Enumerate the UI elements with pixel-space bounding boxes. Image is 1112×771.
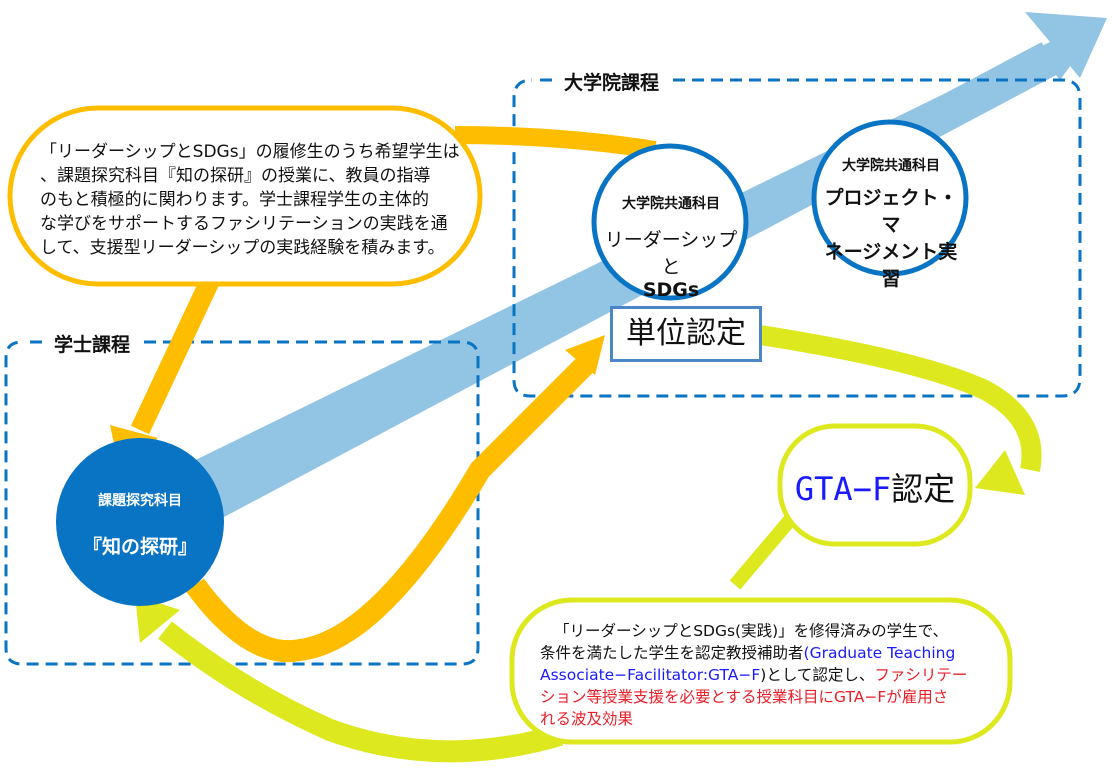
chinotanken-category: 課題探究科目 [98,493,182,509]
bottom-line2-black: 条件を満たした学生を認定教授補助者 [540,644,804,662]
bottom-callout-box [509,597,1013,745]
top-callout-line: のもと積極的に関わります。学士課程学生の主体的 [40,190,429,210]
orange-connector [454,126,657,159]
project-title-line1: プロジェクト・マ [824,187,958,236]
lime-arrow-to-gtaf [758,325,1042,472]
project-category: 大学院共通科目 [842,158,940,174]
top-callout-line: して、支援型リーダーシップの実践経験を積みます。 [40,238,445,258]
bottom-line2-blue: (Graduate Teaching [803,644,956,662]
lime-connector [729,515,796,590]
undergraduate-section-label: 学士課程 [46,330,139,357]
gtaf-label: GTA−F認定 [780,464,970,510]
orange-arrow-down [130,265,225,435]
bottom-line3-black: )として認定し、 [760,666,875,684]
project-circle [811,119,969,277]
top-callout-line: 、課題探究科目『知の探研』の授業に、教員の指導 [40,166,431,186]
bottom-callout-line5: れる波及効果 [540,710,634,728]
orange-arrowhead-up [565,335,605,375]
bottom-callout-line4: ション等授業支援を必要とする授業科目にGTA−Fが雇用さ [540,688,949,706]
gtaf-box [777,423,973,547]
top-callout-line: 「リーダーシップとSDGs」の履修生のうち希望学生は [40,142,460,162]
top-callout-line: な学びをサポートするファシリテーションの実践を通 [40,214,448,234]
leadership-circle [591,143,749,301]
gtaf-label-abbr: GTA−F [794,470,892,508]
bottom-line3-blue: Associate−Facilitator:GTA−F [540,666,761,684]
credit-recognition-box: 単位認定 [610,306,762,362]
gtaf-label-suffix: 認定 [891,470,956,508]
leadership-title-line1: リーダーシップと [604,229,738,278]
chinotanken-node: 課題探究科目 『知の探研』 [60,490,220,559]
chinotanken-circle [56,438,224,606]
chinotanken-title: 『知の探研』 [82,536,197,558]
lime-arrowhead-return [135,595,180,643]
bottom-callout-line2: 条件を満たした学生を認定教授補助者(Graduate Teaching [540,642,1010,664]
leadership-title-line2: SDGs [642,279,700,301]
bottom-callout-line3: Associate−Facilitator:GTA−F)として認定し、ファシリテ… [540,664,1010,686]
lime-arrowhead-gtaf [975,450,1025,495]
lime-arrow-return [158,621,564,763]
bottom-line3-red: ファシリテー [874,666,968,684]
bottom-callout-text: 「リーダーシップとSDGs(実践)」を修得済みの学生で、 条件を満たした学生を認… [540,620,1010,730]
project-node: 大学院共通科目 プロジェクト・マ ネージメント実習 [816,155,966,291]
project-title-line2: ネージメント実習 [824,241,958,290]
graduate-section-border [512,78,1082,398]
orange-arrow-up [186,357,593,663]
growth-arrowhead [1025,12,1107,78]
top-callout-box [7,105,483,287]
leadership-node: 大学院共通科目 リーダーシップと SDGs [596,193,746,301]
undergraduate-section-border [4,340,480,666]
graduate-section-label: 大学院課程 [556,68,668,95]
leadership-category: 大学院共通科目 [622,196,720,212]
bottom-callout-line1: 「リーダーシップとSDGs(実践)」を修得済みの学生で、 [554,622,949,640]
top-callout-text: 「リーダーシップとSDGs」の履修生のうち希望学生は 、課題探究科目『知の探研』… [40,140,470,260]
